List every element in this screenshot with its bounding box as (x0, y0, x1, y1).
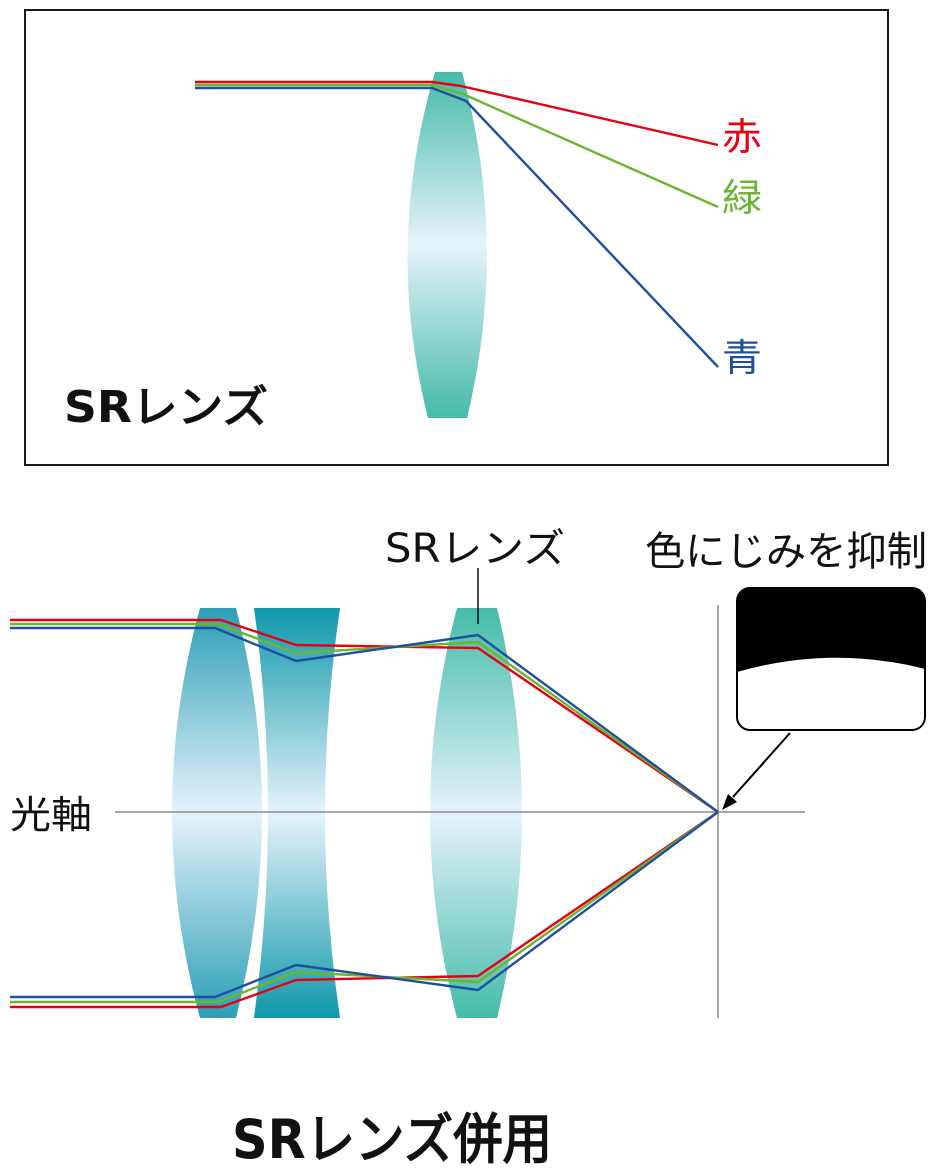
effect-label: 色にじみを抑制 (645, 529, 927, 575)
ray-label-green: 緑 (722, 176, 762, 220)
blur-inset (736, 587, 926, 731)
top-panel: 赤 緑 青 SRレンズ (24, 9, 889, 466)
callout-arrow-head (722, 794, 737, 810)
top-ray-blue (195, 86, 719, 368)
inset-dark-region (737, 588, 925, 672)
optical-axis-label: 光軸 (10, 793, 92, 837)
top-sr-lens (407, 72, 487, 418)
top-ray-red (195, 80, 719, 147)
upper-ray-red (10, 618, 719, 813)
lower-ray-red (10, 811, 719, 1009)
inset-frame (736, 587, 926, 731)
convex-lens (172, 608, 262, 1018)
lower-ray-green (10, 811, 719, 1004)
ray-label-blue: 青 (722, 336, 762, 380)
sr-lens-label: SRレンズ (385, 526, 565, 572)
top-ray-green (195, 83, 719, 209)
concave-lens (254, 608, 340, 1018)
callout-arrow-shaft (732, 732, 791, 798)
ray-label-red: 赤 (722, 115, 762, 159)
bottom-sr-lens (430, 608, 522, 1018)
upper-ray-green (10, 622, 719, 813)
bottom-caption: SRレンズ併用 (232, 1108, 552, 1170)
lower-ray-blue (10, 811, 719, 999)
bottom-panel: SRレンズ 色にじみを抑制 光軸 SRレンズ併用 (10, 526, 927, 1170)
top-panel-lens-title: SRレンズ (64, 382, 268, 433)
upper-ray-blue (10, 626, 719, 813)
